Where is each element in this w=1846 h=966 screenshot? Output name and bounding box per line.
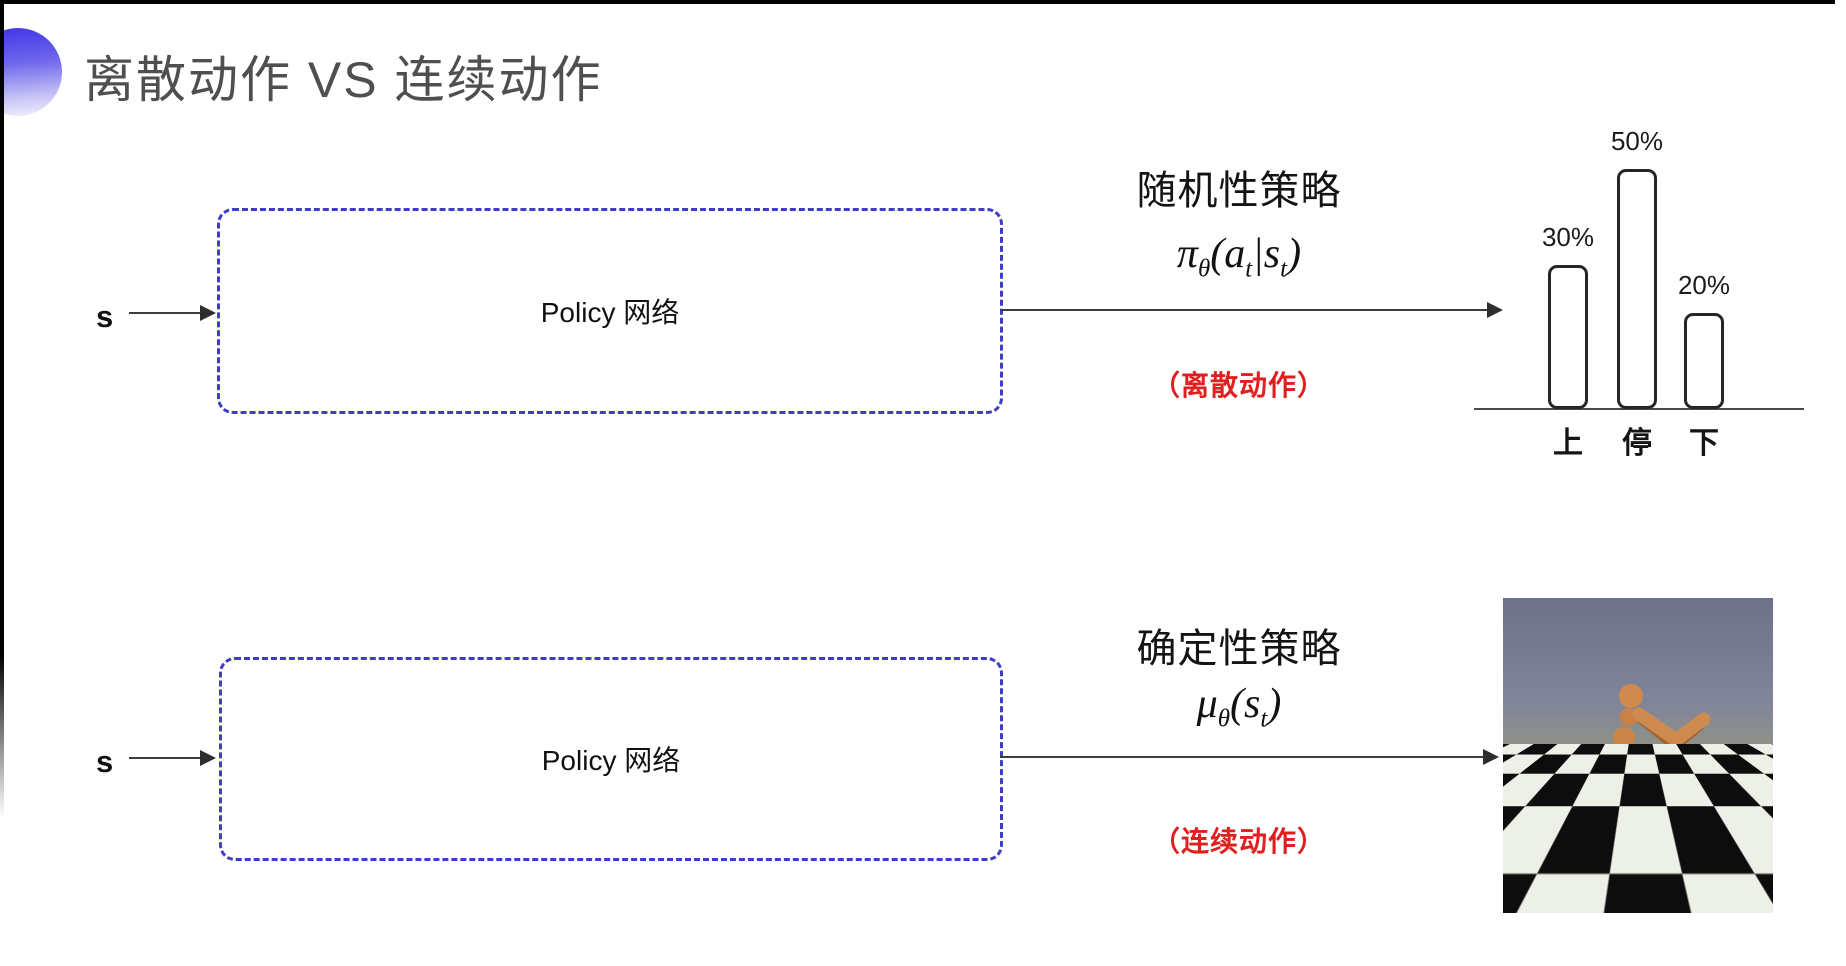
- formula-close-paren: ): [1287, 231, 1302, 277]
- stochastic-policy-title: 随机性策略: [1136, 169, 1342, 213]
- policy-network-box-discrete: Policy 网络: [217, 208, 1003, 414]
- action-probability-bar-chart: 30% 上 50% 停 20% 下: [1474, 98, 1804, 463]
- title-bullet-icon: [0, 28, 62, 116]
- continuous-action-note: （连续动作）: [1151, 826, 1326, 857]
- bar-value-label: 20%: [1677, 270, 1731, 300]
- state-input-label-continuous: s: [96, 744, 114, 779]
- policy-network-box-continuous: Policy 网络: [219, 657, 1003, 861]
- output-arrow-continuous: [1000, 749, 1499, 765]
- bar-group-stop: 50% 停: [1602, 98, 1672, 463]
- frame-top-edge: [0, 0, 1835, 4]
- output-arrow-discrete: [1000, 302, 1503, 318]
- bar-value-label: 50%: [1610, 126, 1664, 156]
- deterministic-policy-title: 确定性策略: [1136, 627, 1342, 671]
- bar-value-label: 30%: [1541, 222, 1595, 252]
- bar-category-label: 上: [1553, 427, 1583, 460]
- formula-symbol-subscript: θ: [1217, 705, 1231, 733]
- formula-action-subscript: t: [1245, 255, 1253, 283]
- formula-state-subscript: t: [1260, 705, 1268, 733]
- formula-action-var: a: [1224, 231, 1246, 277]
- formula-state-var: s: [1263, 231, 1281, 277]
- page-title: 离散动作 VS 连续动作: [84, 52, 603, 108]
- formula-symbol: μ: [1196, 681, 1218, 727]
- state-input-label-discrete: s: [96, 299, 114, 334]
- formula-open-paren: (: [1210, 231, 1225, 277]
- discrete-action-note: （离散动作）: [1151, 370, 1326, 401]
- formula-state-subscript: t: [1280, 255, 1288, 283]
- sim-sky: [1503, 598, 1773, 748]
- input-arrow-discrete: [129, 305, 216, 321]
- formula-symbol: π: [1176, 231, 1198, 277]
- sim-floor-highlight: [1558, 886, 1648, 904]
- bar-group-down: 20% 下: [1669, 98, 1739, 463]
- bar-group-up: 30% 上: [1533, 98, 1603, 463]
- formula-state-var: s: [1244, 681, 1261, 727]
- policy-network-label: Policy 网络: [541, 745, 681, 776]
- frame-left-edge: [0, 0, 4, 818]
- formula-symbol-subscript: θ: [1197, 255, 1211, 283]
- input-arrow-continuous: [129, 750, 216, 766]
- bar: [1684, 313, 1724, 409]
- formula-given-bar: |: [1252, 231, 1264, 277]
- humanoid-figure: [1587, 684, 1711, 871]
- stochastic-policy-formula: πθ(at|st): [1089, 230, 1389, 283]
- deterministic-policy-formula: μθ(st): [1089, 680, 1389, 733]
- policy-network-label: Policy 网络: [540, 297, 680, 328]
- mujoco-humanoid-image: [1503, 598, 1773, 913]
- formula-close-paren: ): [1267, 681, 1282, 727]
- bar-category-label: 下: [1689, 427, 1719, 460]
- chart-x-axis: [1474, 408, 1804, 410]
- bar: [1617, 169, 1657, 409]
- bar: [1548, 265, 1588, 409]
- bar-category-label: 停: [1622, 427, 1652, 460]
- formula-open-paren: (: [1230, 681, 1245, 727]
